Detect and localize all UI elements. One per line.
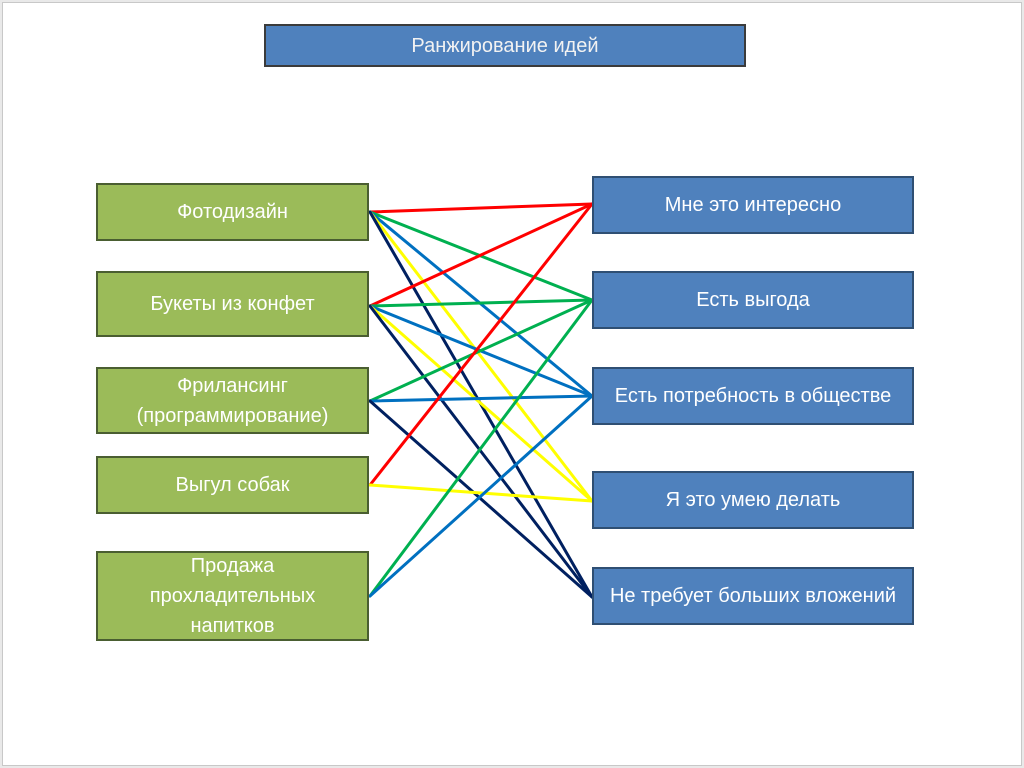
link-line-2-4	[368, 399, 594, 599]
link-line-2-2	[368, 394, 594, 403]
idea-box-freelancing: Фрилансинг (программирование)	[96, 367, 369, 434]
criterion-box-profitable: Есть выгода	[592, 271, 914, 329]
connection-lines	[368, 202, 594, 599]
criterion-box-interesting: Мне это интересно	[592, 176, 914, 234]
criterion-box-social-need: Есть потребность в обществе	[592, 367, 914, 425]
idea-box-soft-drinks: Продажа прохладительных напитков	[96, 551, 369, 641]
link-line-2-1	[368, 298, 594, 403]
criterion-box-low-investment: Не требует больших вложений	[592, 567, 914, 625]
link-line-3-3	[368, 483, 594, 503]
link-line-1-0	[368, 202, 594, 308]
criterion-box-can-do: Я это умею делать	[592, 471, 914, 529]
link-line-3-0	[368, 202, 594, 487]
diagram-title: Ранжирование идей	[264, 24, 746, 67]
link-line-4-1	[368, 298, 594, 598]
link-line-0-3	[368, 210, 594, 503]
link-line-1-3	[368, 304, 594, 503]
link-line-0-0	[368, 202, 594, 214]
link-line-1-1	[368, 298, 594, 308]
link-line-4-2	[368, 394, 594, 598]
idea-box-candy-bouquets: Букеты из конфет	[96, 271, 369, 337]
idea-box-photodesign: Фотодизайн	[96, 183, 369, 241]
link-line-1-4	[368, 304, 594, 599]
idea-box-dog-walking: Выгул собак	[96, 456, 369, 514]
